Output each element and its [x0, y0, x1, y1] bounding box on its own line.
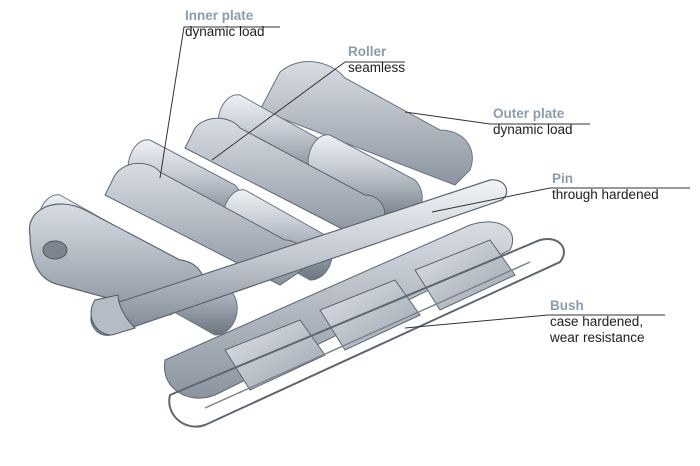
- pin-desc: through hardened: [552, 186, 659, 202]
- label-roller: Roller seamless: [348, 44, 405, 76]
- leader-inner-plate: [159, 26, 280, 179]
- attachment-frame-inner: [204, 261, 531, 409]
- inner-plate: [104, 162, 306, 286]
- label-pin: Pin through hardened: [552, 171, 659, 203]
- bush-desc-line-1: case hardened,: [550, 313, 644, 329]
- leader-lines: [159, 26, 690, 329]
- bush: [319, 279, 421, 351]
- leader-roller: [211, 61, 405, 161]
- outer-plate-back: [259, 61, 473, 186]
- cotter-clip: [90, 294, 136, 336]
- roller-desc: seamless: [348, 59, 406, 75]
- label-inner-plate: Inner plate dynamic load: [185, 8, 265, 40]
- attachment-frame: [168, 238, 565, 428]
- leader-outer-plate: [404, 111, 590, 125]
- label-outer-plate: Outer plate dynamic load: [493, 106, 573, 138]
- bush-row: [224, 239, 516, 391]
- label-bush: Bush case hardened, wear resistance: [550, 298, 645, 346]
- outer-plate-desc: dynamic load: [493, 121, 573, 137]
- leader-pin: [431, 187, 690, 213]
- outer-plate-front: [28, 203, 205, 316]
- bush-desc-line-2: wear resistance: [550, 329, 645, 345]
- bush-name: Bush: [550, 298, 584, 313]
- outer-plate-name: Outer plate: [493, 106, 565, 121]
- roller-name: Roller: [348, 44, 387, 59]
- chain-assembly: [28, 61, 565, 428]
- pin: [90, 179, 508, 336]
- pin-name: Pin: [552, 171, 574, 186]
- inner-plate-desc: dynamic load: [185, 23, 265, 39]
- pin-hole: [42, 240, 68, 260]
- leader-bush: [404, 314, 665, 329]
- bush: [224, 319, 326, 391]
- inner-plate-name: Inner plate: [185, 8, 254, 23]
- bush: [414, 239, 516, 311]
